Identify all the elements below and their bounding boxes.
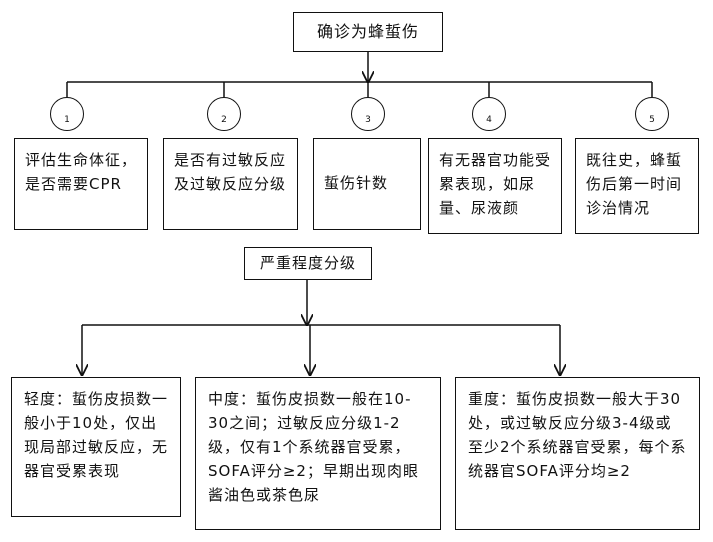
level-text-mild: 轻度：蜇伤皮损数一般小于10处，仅出现局部过敏反应，无器官受累表现 (24, 390, 169, 480)
step-number-1: 1 (50, 97, 84, 131)
step-number-4: 4 (472, 97, 506, 131)
step-text-2: 是否有过敏反应及过敏反应分级 (174, 151, 287, 193)
step-number-3: 3 (351, 97, 385, 131)
step-box-3: 蜇伤针数 (313, 138, 421, 230)
step-box-4: 有无器官功能受累表现，如尿量、尿液颜 (428, 138, 562, 234)
level-box-moderate: 中度：蜇伤皮损数一般在10-30之间；过敏反应分级1-2级，仅有1个系统器官受累… (195, 377, 441, 530)
step-text-3: 蜇伤针数 (324, 174, 389, 192)
step-text-4: 有无器官功能受累表现，如尿量、尿液颜 (439, 151, 552, 217)
step-text-1: 评估生命体征，是否需要CPR (25, 151, 138, 193)
level-box-mild: 轻度：蜇伤皮损数一般小于10处，仅出现局部过敏反应，无器官受累表现 (11, 377, 181, 517)
step-number-2: 2 (207, 97, 241, 131)
step-text-5: 既往史，蜂蜇伤后第一时间诊治情况 (586, 151, 683, 217)
level-text-severe: 重度：蜇伤皮损数一般大于30处，或过敏反应分级3-4级或至少2个系统器官受累，每… (468, 390, 687, 480)
root-node: 确诊为蜂蜇伤 (293, 12, 443, 52)
step-box-1: 评估生命体征，是否需要CPR (14, 138, 148, 230)
level-text-moderate: 中度：蜇伤皮损数一般在10-30之间；过敏反应分级1-2级，仅有1个系统器官受累… (208, 390, 419, 504)
severity-title: 严重程度分级 (244, 247, 372, 280)
step-box-5: 既往史，蜂蜇伤后第一时间诊治情况 (575, 138, 699, 234)
step-box-2: 是否有过敏反应及过敏反应分级 (163, 138, 298, 230)
level-box-severe: 重度：蜇伤皮损数一般大于30处，或过敏反应分级3-4级或至少2个系统器官受累，每… (455, 377, 700, 530)
step-number-5: 5 (635, 97, 669, 131)
